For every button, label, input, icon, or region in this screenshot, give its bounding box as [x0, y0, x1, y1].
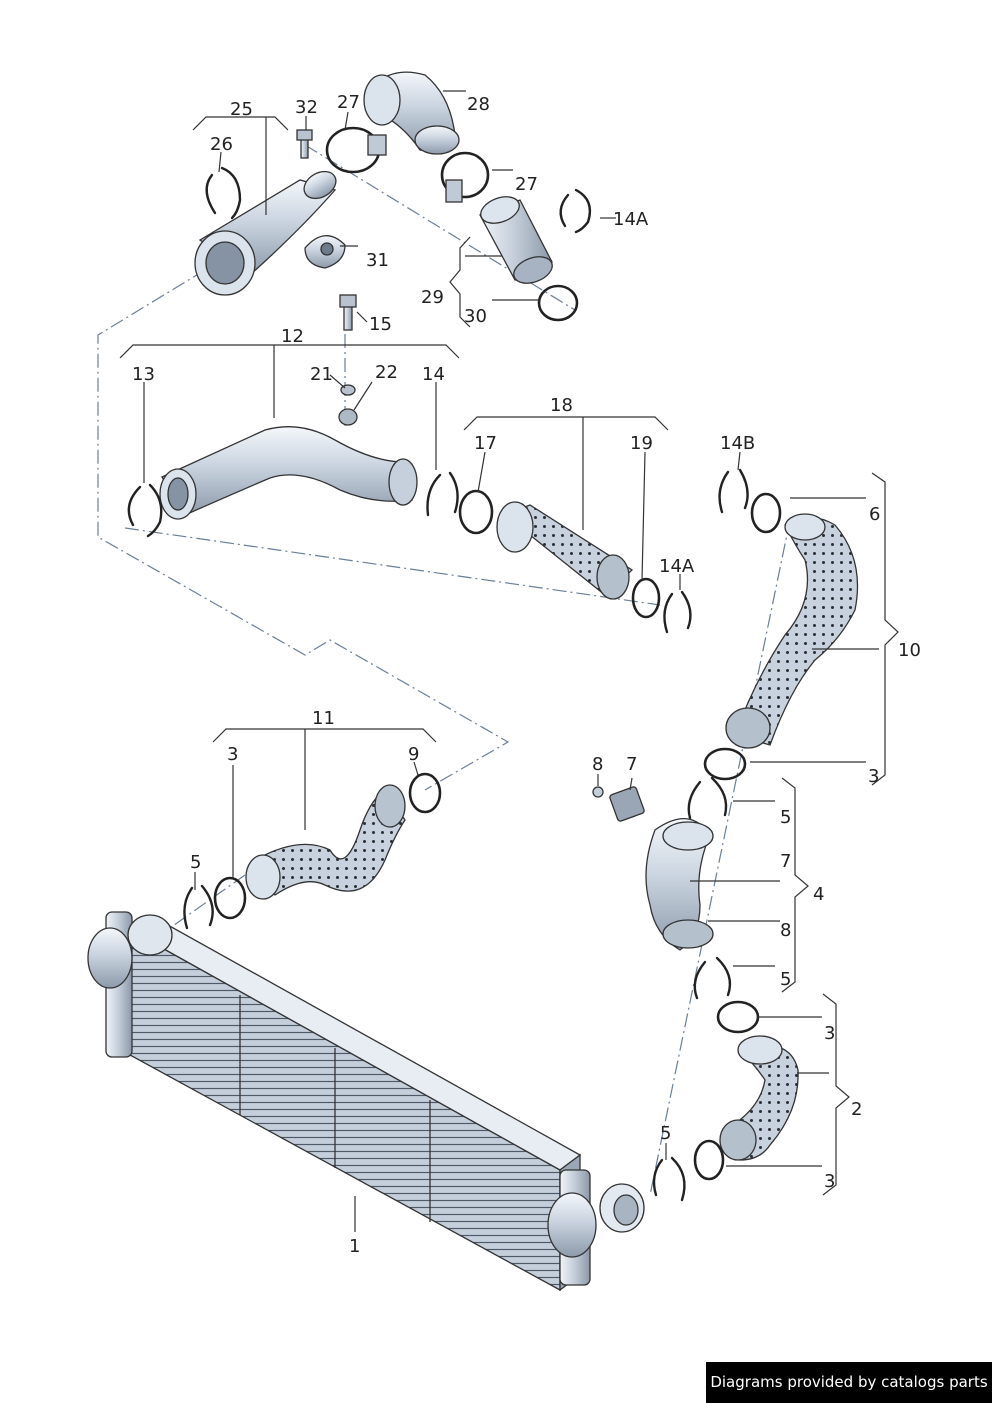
label-part-18: 18 [550, 395, 573, 416]
label-part-22: 22 [375, 362, 398, 383]
part-labels: 1 2 3 3 3 3 4 5 5 5 5 6 7 7 8 8 9 10 11 … [132, 92, 921, 1257]
charge-pipe-12-group [127, 294, 459, 538]
label-part-17: 17 [474, 433, 497, 454]
label-part-25: 25 [230, 99, 253, 120]
label-part-9: 9 [408, 744, 419, 765]
leader-lines [143, 90, 879, 1232]
label-part-15: 15 [369, 314, 392, 335]
label-part-6: 6 [869, 504, 880, 525]
label-part-5: 5 [780, 807, 791, 828]
label-part-7: 7 [780, 851, 791, 872]
label-part-19: 19 [630, 433, 653, 454]
label-part-31: 31 [366, 250, 389, 271]
label-part-14b: 14B [720, 433, 755, 454]
upper-pipe-group [194, 71, 592, 322]
label-part-30: 30 [464, 306, 487, 327]
hose-2-group [652, 1035, 799, 1202]
intercooler-part-1 [87, 911, 645, 1292]
connector-4-group [592, 776, 760, 1034]
label-part-3: 3 [868, 766, 879, 787]
label-part-8: 8 [592, 754, 603, 775]
label-part-5: 5 [780, 969, 791, 990]
label-part-12: 12 [281, 326, 304, 347]
hose-18-group [458, 489, 692, 634]
label-part-8: 8 [780, 920, 791, 941]
label-part-5: 5 [190, 852, 201, 873]
label-part-11: 11 [312, 708, 335, 729]
label-part-14a: 14A [613, 209, 649, 230]
label-part-13: 13 [132, 364, 155, 385]
label-part-32: 32 [295, 97, 318, 118]
label-part-3: 3 [824, 1023, 835, 1044]
label-part-14: 14 [422, 364, 445, 385]
label-part-1: 1 [349, 1236, 360, 1257]
credit-banner: Diagrams provided by catalogs parts [706, 1362, 992, 1403]
label-part-5: 5 [660, 1123, 671, 1144]
grouping-brackets [119, 116, 899, 1196]
label-part-14a: 14A [659, 556, 695, 577]
label-part-29: 29 [421, 287, 444, 308]
hose-10-group [703, 468, 859, 781]
label-part-3: 3 [227, 744, 238, 765]
label-part-2: 2 [851, 1099, 862, 1120]
label-part-4: 4 [813, 884, 824, 905]
label-part-3: 3 [824, 1171, 835, 1192]
label-part-27: 27 [515, 174, 538, 195]
label-part-26: 26 [210, 134, 233, 155]
label-part-28: 28 [467, 94, 490, 115]
hose-11-group [183, 772, 442, 930]
label-part-7: 7 [626, 754, 637, 775]
label-part-10: 10 [898, 640, 921, 661]
label-part-21: 21 [310, 364, 333, 385]
label-part-27: 27 [337, 92, 360, 113]
